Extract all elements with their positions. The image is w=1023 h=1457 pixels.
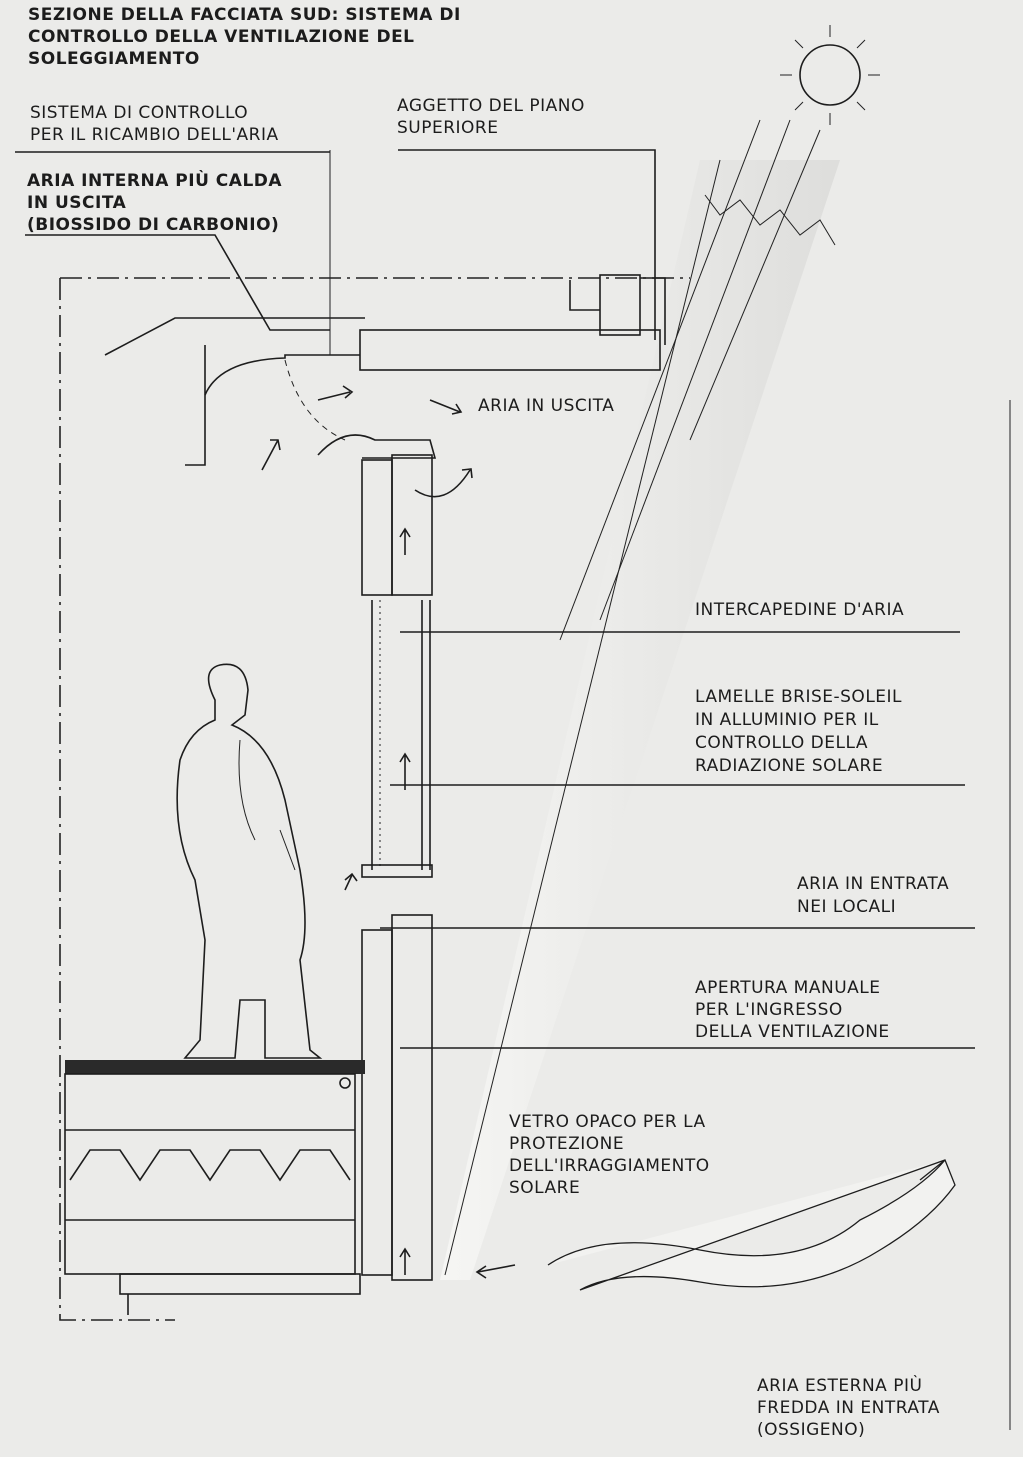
label-vetro: VETRO OPACO PER LA PROTEZIONE DELL'IRRAG…: [509, 1112, 716, 1198]
label-aria-interna: ARIA INTERNA PIÙ CALDA IN USCITA (BIOSSI…: [27, 169, 288, 235]
label-controllo-ricambio: SISTEMA DI CONTROLLO PER IL RICAMBIO DEL…: [30, 103, 279, 145]
facade-wall: [317, 434, 437, 1281]
sun-rays: [440, 119, 840, 1280]
floor-slab: [64, 1060, 365, 1315]
label-lamelle: LAMELLE BRISE-SOLEIL IN ALLUMINIO PER IL…: [695, 687, 908, 776]
diagram-title: SEZIONE DELLA FACCIATA SUD: SISTEMA DI C…: [28, 5, 467, 69]
label-intercapedine: INTERCAPEDINE D'ARIA: [695, 600, 904, 620]
label-aggetto: AGGETTO DEL PIANO SUPERIORE: [397, 96, 591, 138]
room-outline: [59, 278, 175, 1321]
label-aria-uscita: ARIA IN USCITA: [478, 396, 614, 416]
label-aria-esterna: ARIA ESTERNA PIÙ FREDDA IN ENTRATA (OSSI…: [757, 1374, 946, 1440]
sun-icon: [780, 25, 880, 125]
label-aria-entrata: ARIA IN ENTRATA NEI LOCALI: [797, 874, 955, 917]
upper-slab: [359, 274, 666, 371]
label-apertura: APERTURA MANUALE PER L'INGRESSO DELLA VE…: [695, 978, 890, 1042]
person-figure: [176, 663, 323, 1059]
airflow-arrows: [261, 385, 956, 1291]
ceiling-duct: [104, 150, 365, 466]
leader-lines: [15, 149, 1011, 1430]
